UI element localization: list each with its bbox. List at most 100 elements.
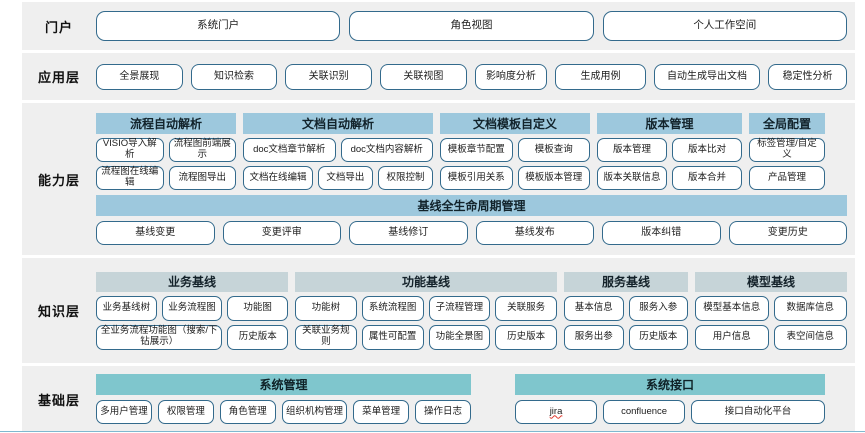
knowledge-group-business-baseline: 业务基线 业务基线树 业务流程图 功能图 全业务流程功能图（搜索/下钻展示） 历…: [96, 271, 289, 350]
knowledge-item[interactable]: 表空间信息: [773, 324, 847, 350]
group-row: 关联业务规则 属性可配置 功能全景图 历史版本: [295, 324, 557, 350]
group-row: 版本关联信息 版本合并: [597, 166, 742, 190]
group-row: 标签管理/自定义: [749, 138, 825, 162]
group-row: 模型基本信息 数据库信息: [695, 295, 847, 321]
knowledge-item[interactable]: 数据库信息: [773, 295, 847, 321]
knowledge-item[interactable]: 业务基线树: [96, 295, 157, 321]
capability-group-version: 版本管理 版本管理 版本比对 版本关联信息 版本合并: [597, 113, 742, 190]
capability-item[interactable]: 标签管理/自定义: [749, 138, 825, 162]
foundation-item-jira[interactable]: jira: [515, 400, 598, 424]
foundation-item-confluence[interactable]: confluence: [603, 400, 686, 424]
lifecycle-item-2[interactable]: 基线修订: [349, 221, 468, 245]
application-item-3[interactable]: 关联视图: [380, 63, 467, 90]
group-row: jira confluence 接口自动化平台: [515, 400, 825, 424]
application-button-row: 全景展现 知识检索 关联识别 关联视图 影响度分析 生成用例 自动生成导出文档 …: [96, 63, 847, 90]
capability-item[interactable]: 模板版本管理: [517, 166, 590, 190]
lifecycle-item-5[interactable]: 变更历史: [728, 221, 847, 245]
foundation-item[interactable]: 权限管理: [157, 400, 214, 424]
knowledge-item[interactable]: 功能图: [227, 295, 289, 321]
capability-item[interactable]: 流程图导出: [168, 166, 236, 190]
foundation-item[interactable]: 菜单管理: [353, 400, 410, 424]
capability-item[interactable]: 模板查询: [517, 138, 590, 162]
capability-item[interactable]: 流程图前端展示: [168, 138, 236, 162]
capability-item[interactable]: 权限控制: [377, 166, 433, 190]
application-item-7[interactable]: 稳定性分析: [768, 63, 847, 90]
knowledge-item[interactable]: 历史版本: [227, 324, 288, 350]
application-item-1[interactable]: 知识检索: [190, 63, 278, 90]
capability-item[interactable]: 模板引用关系: [440, 166, 513, 190]
capability-item[interactable]: doc文档章节解析: [243, 138, 336, 162]
layer-body-capability: 流程自动解析 VISIO导入解析 流程图前端展示 流程图在线编辑 流程图导出 文…: [96, 113, 855, 245]
knowledge-group-model-baseline: 模型基线 模型基本信息 数据库信息 用户信息 表空间信息: [695, 271, 847, 350]
foundation-item-api-platform[interactable]: 接口自动化平台: [691, 400, 825, 424]
capability-item[interactable]: 版本关联信息: [597, 166, 667, 190]
layer-label-capability: 能力层: [37, 172, 80, 188]
application-item-0[interactable]: 全景展现: [96, 63, 183, 90]
knowledge-item[interactable]: 服务入参: [628, 295, 688, 321]
knowledge-item[interactable]: 子流程管理: [428, 295, 491, 321]
application-item-4[interactable]: 影响度分析: [474, 63, 548, 90]
knowledge-item[interactable]: 关联业务规则: [295, 324, 357, 350]
layer-body-portal: 系统门户 角色视图 个人工作空间: [96, 11, 855, 41]
knowledge-item[interactable]: 业务流程图: [161, 295, 223, 321]
knowledge-item[interactable]: 全业务流程功能图（搜索/下钻展示）: [96, 324, 223, 350]
foundation-item[interactable]: 操作日志: [415, 400, 472, 424]
portal-item-0[interactable]: 系统门户: [96, 11, 341, 41]
capability-item[interactable]: 文档导出: [317, 166, 373, 190]
layer-band-capability: 能力层 流程自动解析 VISIO导入解析 流程图前端展示 流程图在线编辑 流程图…: [22, 103, 855, 255]
application-item-5[interactable]: 生成用例: [555, 63, 646, 90]
knowledge-item[interactable]: 系统流程图: [361, 295, 424, 321]
capability-item[interactable]: 文档在线编辑: [243, 166, 313, 190]
portal-item-1[interactable]: 角色视图: [349, 11, 594, 41]
lifecycle-item-0[interactable]: 基线变更: [96, 221, 215, 245]
group-row: 全业务流程功能图（搜索/下钻展示） 历史版本: [96, 324, 288, 350]
knowledge-item[interactable]: 服务出参: [564, 324, 624, 350]
group-title: 流程自动解析: [96, 113, 236, 134]
capability-item[interactable]: 模板章节配置: [440, 138, 513, 162]
knowledge-group-function-baseline: 功能基线 功能树 系统流程图 子流程管理 关联服务 关联业务规则 属性可配置 功…: [295, 271, 557, 350]
group-title: 版本管理: [597, 113, 742, 134]
lifecycle-item-3[interactable]: 基线发布: [475, 221, 594, 245]
knowledge-item[interactable]: 基本信息: [564, 295, 624, 321]
group-row: 基本信息 服务入参: [564, 295, 688, 321]
portal-item-2[interactable]: 个人工作空间: [602, 11, 847, 41]
application-item-6[interactable]: 自动生成导出文档: [653, 63, 761, 90]
group-row: 功能树 系统流程图 子流程管理 关联服务: [295, 295, 557, 321]
capability-item[interactable]: 版本合并: [672, 166, 742, 190]
layer-label-portal: 门户: [44, 19, 73, 35]
knowledge-item[interactable]: 历史版本: [628, 324, 688, 350]
knowledge-item[interactable]: 功能全景图: [428, 324, 491, 350]
foundation-item[interactable]: 多用户管理: [96, 400, 152, 424]
knowledge-item[interactable]: 用户信息: [695, 324, 769, 350]
lifecycle-item-1[interactable]: 变更评审: [222, 221, 341, 245]
knowledge-item[interactable]: 模型基本信息: [695, 295, 769, 321]
group-title: 模型基线: [695, 271, 847, 292]
knowledge-item[interactable]: 关联服务: [495, 295, 557, 321]
knowledge-item[interactable]: 历史版本: [495, 324, 557, 350]
lifecycle-item-4[interactable]: 版本纠错: [602, 221, 721, 245]
group-row: 产品管理: [749, 166, 825, 190]
foundation-item[interactable]: 角色管理: [219, 400, 276, 424]
group-title: 功能基线: [295, 271, 557, 292]
capability-item[interactable]: 产品管理: [749, 166, 825, 190]
foundation-item[interactable]: 组织机构管理: [281, 400, 348, 424]
capability-item[interactable]: 版本比对: [672, 138, 742, 162]
group-row: 用户信息 表空间信息: [695, 324, 847, 350]
application-item-2[interactable]: 关联识别: [285, 63, 373, 90]
group-row: 流程图在线编辑 流程图导出: [96, 166, 236, 190]
group-row: 业务基线树 业务流程图 功能图: [96, 295, 289, 321]
knowledge-group-row: 业务基线 业务基线树 业务流程图 功能图 全业务流程功能图（搜索/下钻展示） 历…: [96, 271, 847, 350]
group-row: 模板章节配置 模板查询: [440, 138, 590, 162]
group-row: 多用户管理 权限管理 角色管理 组织机构管理 菜单管理 操作日志: [96, 400, 472, 424]
capability-item[interactable]: 版本管理: [597, 138, 667, 162]
capability-item[interactable]: 流程图在线编辑: [96, 166, 164, 190]
group-title: 全局配置: [749, 113, 825, 134]
capability-item[interactable]: doc文档内容解析: [340, 138, 433, 162]
layer-label-application: 应用层: [37, 70, 80, 85]
layer-body-application: 全景展现 知识检索 关联识别 关联视图 影响度分析 生成用例 自动生成导出文档 …: [96, 63, 855, 90]
knowledge-item[interactable]: 属性可配置: [361, 324, 424, 350]
layer-band-portal: 门户 系统门户 角色视图 个人工作空间: [22, 2, 855, 50]
capability-group-row: 流程自动解析 VISIO导入解析 流程图前端展示 流程图在线编辑 流程图导出 文…: [96, 113, 847, 190]
capability-item[interactable]: VISIO导入解析: [96, 138, 164, 162]
knowledge-item[interactable]: 功能树: [295, 295, 357, 321]
